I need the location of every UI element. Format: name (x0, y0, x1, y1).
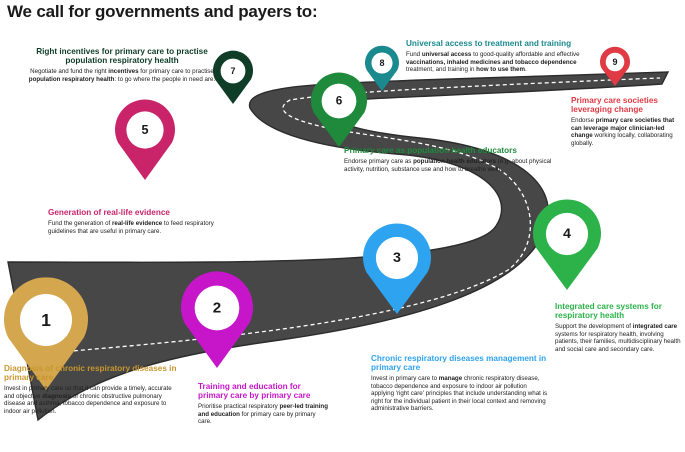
pin-7-disc (220, 58, 246, 84)
pin-3-disc (375, 236, 419, 280)
pin-8: 8 (365, 45, 399, 91)
step-2-text: Training and education for primary care … (198, 382, 330, 426)
step-5-body: Fund the generation of real-life evidenc… (48, 220, 214, 235)
winding-road (7, 71, 670, 422)
pin-6-number: 6 (336, 95, 343, 108)
pin-4: 4 (533, 199, 601, 290)
pin-5: 5 (115, 99, 176, 180)
step-6-text: Primary care as population health educat… (344, 146, 554, 173)
step-7-heading: Right incentives for primary care to pra… (36, 47, 208, 66)
pin-9-disc (605, 52, 625, 72)
pin-2-number: 2 (213, 300, 221, 317)
step-2-body: Prioritise practical respiratory peer-le… (198, 403, 328, 426)
step-9-body: Endorse primary care societies that can … (571, 117, 675, 147)
pin-3: 3 (363, 223, 431, 314)
pin-1: 1 (4, 277, 88, 390)
step-4-body: Support the development of integrated ca… (555, 323, 681, 353)
pin-9-number: 9 (612, 57, 617, 67)
step-8-text: Universal access to treatment and traini… (406, 39, 586, 73)
pin-2-disc (194, 285, 240, 331)
step-9-heading: Primary care societies leveraging change (571, 96, 658, 115)
step-3-heading: Chronic respiratory diseases management … (371, 354, 547, 373)
pin-8-number: 8 (379, 58, 384, 68)
step-1-heading: Diagnosis of chronic respiratory disease… (4, 364, 177, 383)
step-3-body: Invest in primary care to manage chronic… (371, 375, 548, 413)
page-title: We call for governments and payers to: (7, 2, 318, 21)
step-6-heading: Primary care as population health educat… (344, 146, 517, 155)
step-7-body: Negotiate and fund the right incentives … (28, 68, 216, 83)
step-9-text: Primary care societies leveraging change… (571, 96, 681, 147)
pin-5-disc (126, 111, 164, 149)
pin-3-number: 3 (393, 250, 401, 266)
milestone-pins: 1 2 3 4 5 6 7 8 9 (4, 45, 630, 390)
lane-marking (59, 77, 661, 353)
step-4-text: Integrated care systems for respiratory … (555, 302, 683, 353)
step-8-heading: Universal access to treatment and traini… (406, 39, 572, 48)
pin-9: 9 (600, 46, 630, 86)
pin-6-disc (321, 83, 357, 119)
pin-6: 6 (311, 72, 367, 147)
pin-7: 7 (213, 50, 253, 104)
step-8-body: Fund universal access to good-quality af… (406, 51, 580, 74)
pin-7-number: 7 (230, 66, 235, 76)
step-6-body: Endorse primary care as population healt… (344, 158, 552, 173)
step-5-text: Generation of real-life evidence Fund th… (48, 208, 226, 235)
pin-4-disc (545, 212, 589, 256)
step-1-body: Invest in primary care so that it can pr… (4, 385, 172, 415)
step-3-text: Chronic respiratory diseases management … (371, 354, 551, 412)
pin-1-number: 1 (41, 310, 51, 330)
step-1-text: Diagnosis of chronic respiratory disease… (4, 364, 182, 415)
step-2-heading: Training and education for primary care … (198, 382, 311, 401)
pin-8-disc (371, 52, 393, 74)
road-surface (7, 71, 670, 422)
pin-2: 2 (181, 271, 253, 368)
pin-5-number: 5 (141, 123, 148, 137)
step-7-text: Right incentives for primary care to pra… (24, 47, 220, 83)
pin-4-number: 4 (563, 226, 571, 242)
pin-1-disc (19, 293, 73, 347)
step-5-heading: Generation of real-life evidence (48, 208, 170, 217)
step-4-heading: Integrated care systems for respiratory … (555, 302, 662, 321)
